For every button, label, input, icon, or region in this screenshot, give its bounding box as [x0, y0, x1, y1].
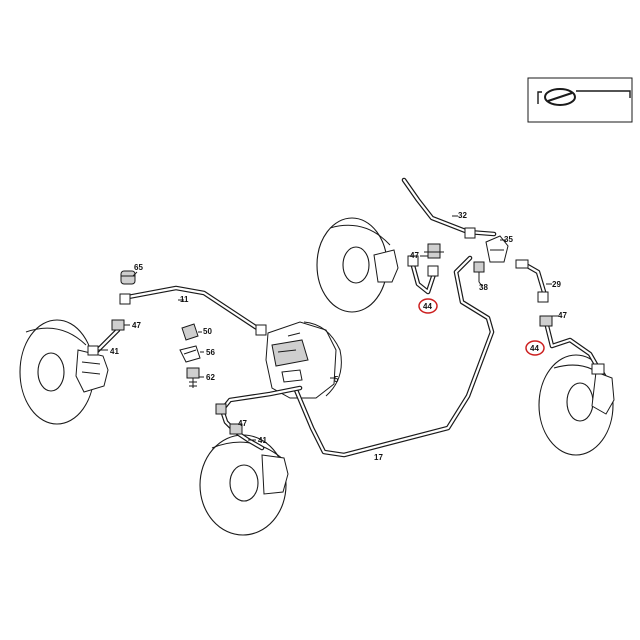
callout-38[interactable]: 38: [479, 283, 488, 292]
highlight-44-right[interactable]: 44: [525, 340, 545, 356]
callout-labels: 65 11 47 41 50 56 62 5 47 41 17 32 47 35…: [110, 211, 567, 462]
fittings: [87, 227, 605, 435]
disc-front-left: [19, 319, 109, 425]
callout-47-upper[interactable]: 47: [410, 251, 419, 260]
callout-32[interactable]: 32: [458, 211, 467, 220]
disc-rear-right: [538, 354, 615, 456]
steering-wheel-icon: [537, 88, 631, 106]
grommet-65: [120, 270, 136, 285]
callout-47-front-left[interactable]: 47: [132, 321, 141, 330]
callout-47-rear-left[interactable]: 47: [238, 419, 247, 428]
callout-35[interactable]: 35: [504, 235, 513, 244]
highlighted-callouts: 44 44: [418, 298, 545, 356]
bracket-50: [181, 323, 199, 341]
callout-5[interactable]: 5: [334, 375, 339, 384]
callout-44-right: 44: [530, 344, 539, 353]
highlight-44-upper[interactable]: 44: [418, 298, 438, 314]
leader-lines: [98, 215, 558, 441]
disc-rear-left: [199, 434, 289, 536]
orientation-inset: [527, 77, 633, 123]
callout-41-front-left[interactable]: 41: [110, 347, 119, 356]
callout-11[interactable]: 11: [180, 295, 189, 304]
callout-17[interactable]: 17: [374, 453, 383, 462]
brake-lines: [93, 177, 601, 458]
callout-65[interactable]: 65: [134, 263, 143, 272]
callout-50[interactable]: 50: [203, 327, 212, 336]
master-cylinder: [265, 321, 342, 399]
screw-62: [186, 367, 200, 388]
callout-44-upper: 44: [423, 302, 432, 311]
bolt-38: [473, 261, 485, 282]
disc-front-right: [316, 217, 399, 313]
callout-56[interactable]: 56: [206, 348, 215, 357]
clip-56: [179, 345, 201, 363]
callout-41-rear-left[interactable]: 41: [258, 436, 267, 445]
callout-47-right[interactable]: 47: [558, 311, 567, 320]
callout-62[interactable]: 62: [206, 373, 215, 382]
callout-29[interactable]: 29: [552, 280, 561, 289]
distributor-35: [485, 235, 529, 269]
bracket-47-upper: [424, 243, 444, 259]
